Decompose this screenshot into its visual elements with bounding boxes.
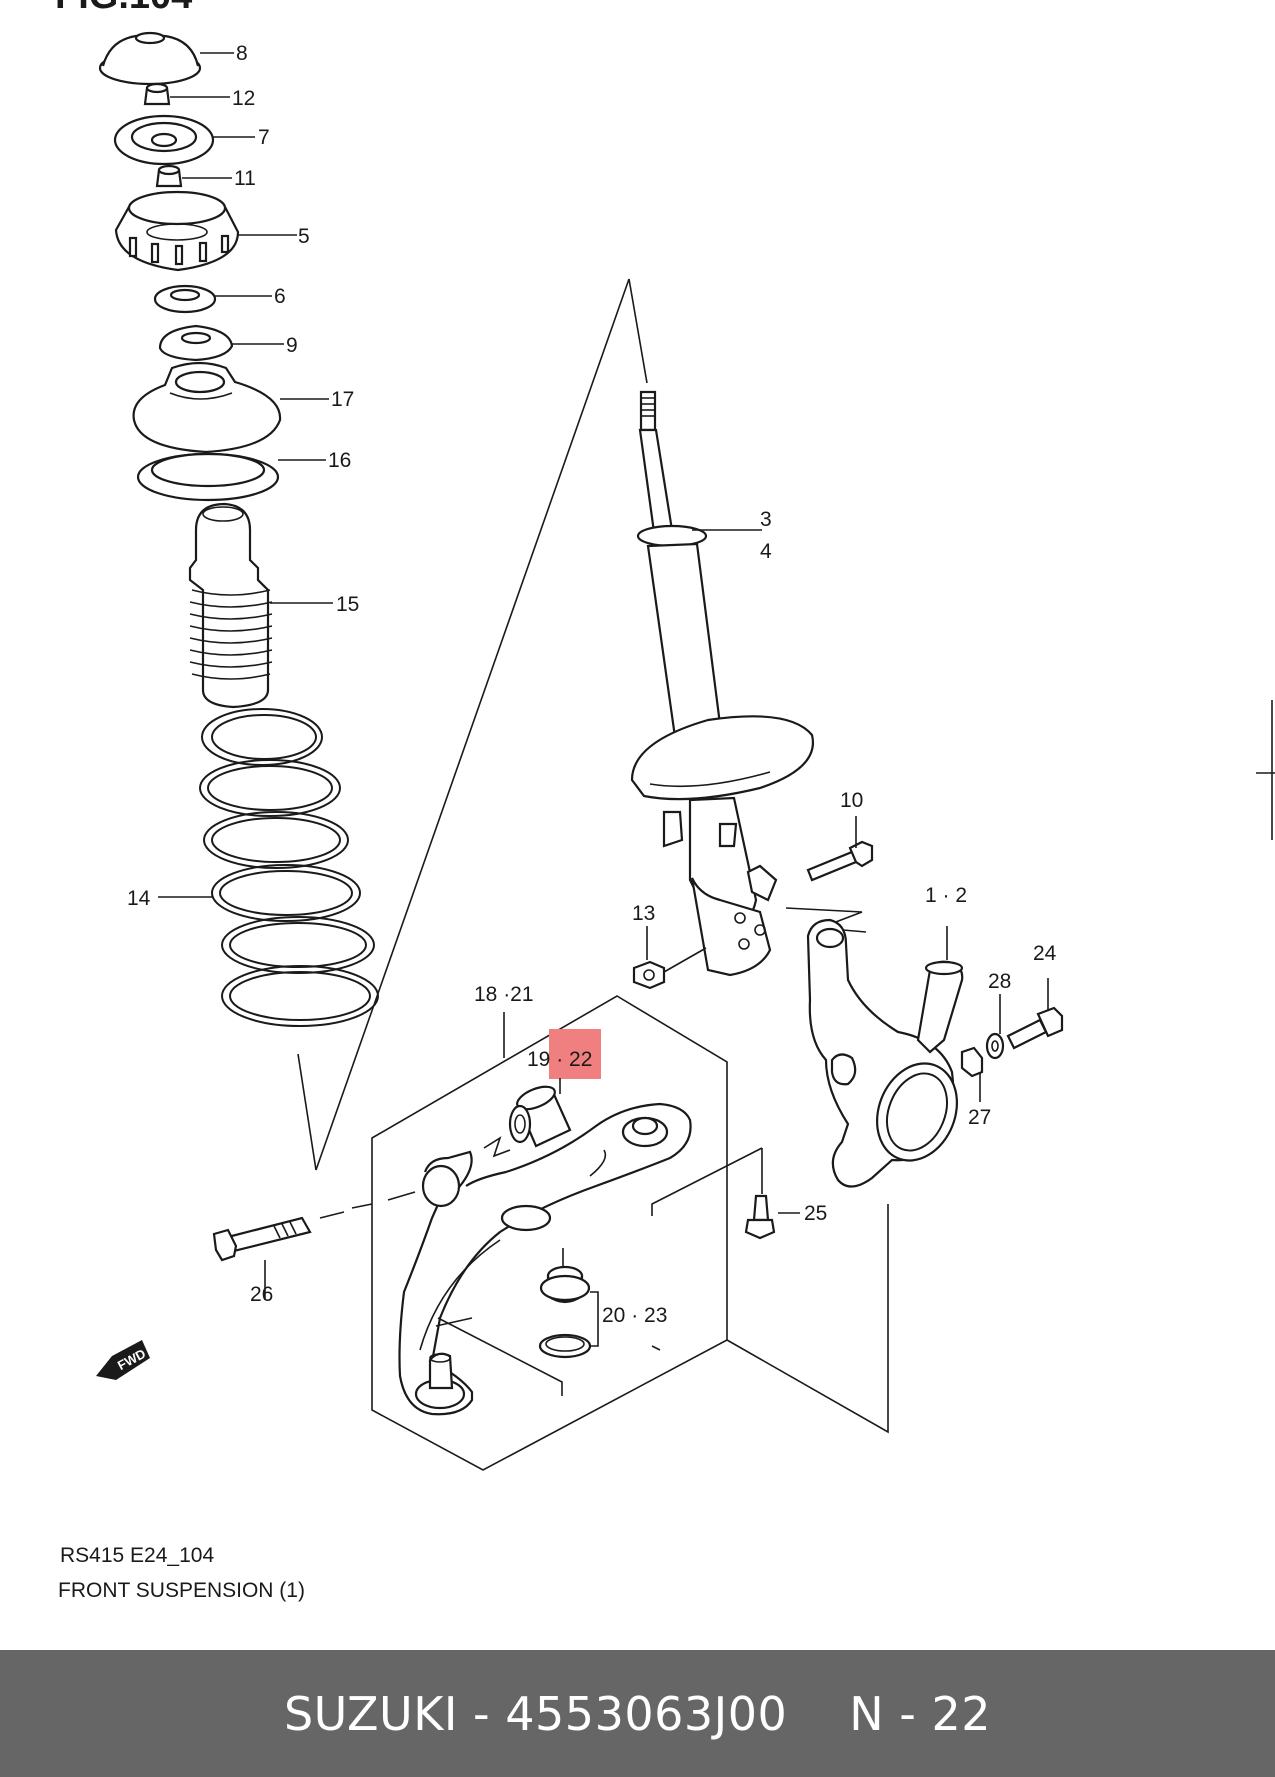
part-14-coil-spring bbox=[158, 708, 379, 1027]
part-11-nut bbox=[155, 164, 232, 188]
figure-title: FIG.104 bbox=[55, 0, 192, 17]
callout-9: 9 bbox=[286, 334, 298, 357]
highlight-19-22 bbox=[549, 1029, 601, 1079]
footer-reference: N - 22 bbox=[849, 1686, 992, 1741]
part-3-4-strut bbox=[630, 390, 815, 977]
callout-6: 6 bbox=[274, 285, 286, 308]
leader-small bbox=[651, 1345, 661, 1351]
diagram-code: RS415 E24_104 bbox=[60, 1544, 214, 1567]
callout-25: 25 bbox=[804, 1202, 827, 1225]
part-24-bolt bbox=[1006, 978, 1064, 1050]
part-26-bolt bbox=[212, 1191, 416, 1300]
callout-26: 26 bbox=[250, 1283, 273, 1306]
part-8-top-cap bbox=[98, 31, 234, 86]
part-6-washer bbox=[153, 284, 272, 314]
diagram-caption: FRONT SUSPENSION (1) bbox=[58, 1579, 305, 1602]
part-12-nut bbox=[143, 82, 230, 106]
callout-5: 5 bbox=[298, 225, 310, 248]
exploded-parts-diagram: FIG.104 8 12 7 11 5 bbox=[55, 0, 1275, 1602]
callout-20-23: 20 · 23 bbox=[602, 1304, 667, 1327]
part-13-nut bbox=[632, 926, 707, 990]
callout-16: 16 bbox=[328, 449, 351, 472]
part-16-insulator bbox=[136, 452, 326, 502]
callout-12: 12 bbox=[232, 87, 255, 110]
explosion-guide-triangle bbox=[297, 278, 648, 1171]
part-20-23-ball-joint bbox=[435, 1248, 599, 1396]
part-7-bearing bbox=[113, 114, 255, 166]
part-15-boot bbox=[188, 502, 333, 709]
callout-8: 8 bbox=[236, 42, 248, 65]
callout-14: 14 bbox=[127, 887, 151, 910]
callout-3: 3 bbox=[760, 508, 772, 531]
part-25-bolt bbox=[651, 1147, 800, 1240]
callout-4: 4 bbox=[760, 540, 772, 563]
callout-7: 7 bbox=[258, 126, 270, 149]
callout-27: 27 bbox=[968, 1106, 991, 1129]
fwd-direction-badge: FWD bbox=[96, 1340, 150, 1380]
part-28-washer bbox=[985, 994, 1005, 1060]
callout-18-21: 18 ·21 bbox=[474, 983, 534, 1006]
callout-28: 28 bbox=[988, 970, 1011, 993]
part-19-22-bushing bbox=[483, 1085, 572, 1158]
callout-13: 13 bbox=[632, 902, 655, 925]
part-1-2-steering-knuckle bbox=[806, 918, 964, 1188]
footer-part-number: SUZUKI - 4553063J00 bbox=[283, 1686, 788, 1741]
part-27-nut bbox=[960, 1046, 984, 1102]
callout-17: 17 bbox=[331, 388, 354, 411]
callout-24: 24 bbox=[1033, 942, 1057, 965]
part-9-seat bbox=[158, 324, 284, 362]
callout-19-22: 19 · 22 bbox=[527, 1048, 592, 1071]
leader-knuckle-arm bbox=[726, 1204, 889, 1434]
callout-11: 11 bbox=[234, 167, 256, 190]
part-10-bolt bbox=[785, 816, 874, 933]
part-17-upper-seat bbox=[132, 361, 329, 454]
part-5-strut-mount bbox=[114, 190, 297, 272]
callout-1-2: 1 · 2 bbox=[925, 884, 967, 907]
part-lower-control-arm bbox=[398, 1102, 692, 1416]
callout-10: 10 bbox=[840, 789, 863, 812]
callout-15: 15 bbox=[336, 593, 359, 616]
footer-bar: SUZUKI - 4553063J00 N - 22 bbox=[0, 1650, 1275, 1777]
